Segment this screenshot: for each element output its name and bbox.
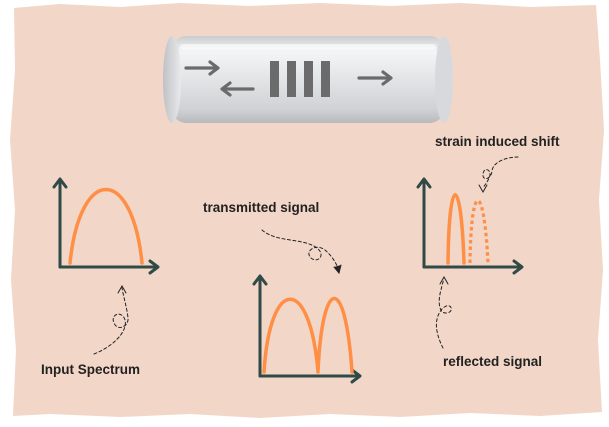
strain-annotation-line bbox=[482, 156, 519, 189]
input-annotation-arrowhead bbox=[117, 284, 127, 294]
reflected-signal-plot bbox=[416, 177, 524, 275]
reflected-peak bbox=[446, 193, 466, 265]
axes bbox=[52, 177, 160, 275]
fiber-bragg-grating-icon bbox=[270, 61, 330, 97]
transmitted-annotation-arrowhead bbox=[333, 264, 342, 275]
background-panel bbox=[10, 3, 604, 418]
strain-induced-shift-label: strain induced shift bbox=[435, 134, 560, 149]
reflected-annotation-line bbox=[436, 278, 452, 349]
reflected-annotation-arrowhead bbox=[439, 275, 449, 285]
axes bbox=[252, 274, 362, 384]
input-annotation-line bbox=[93, 287, 129, 355]
strain-annotation-arrowhead bbox=[478, 184, 488, 194]
transmitted-curve bbox=[262, 296, 354, 374]
transmitted-signal-plot bbox=[252, 274, 362, 384]
input-spectrum-plot bbox=[52, 177, 160, 275]
transmitted-annotation-line bbox=[261, 229, 339, 269]
reflected-signal-label: reflected signal bbox=[443, 354, 543, 369]
axes bbox=[416, 177, 524, 275]
spectrum-curve bbox=[68, 187, 144, 265]
arrow-right-icon bbox=[184, 60, 220, 76]
arrow-left-icon bbox=[220, 81, 255, 97]
arrow-right-icon bbox=[357, 70, 393, 86]
transmitted-signal-label: transmitted signal bbox=[203, 200, 320, 215]
input-spectrum-label: Input Spectrum bbox=[41, 362, 141, 377]
